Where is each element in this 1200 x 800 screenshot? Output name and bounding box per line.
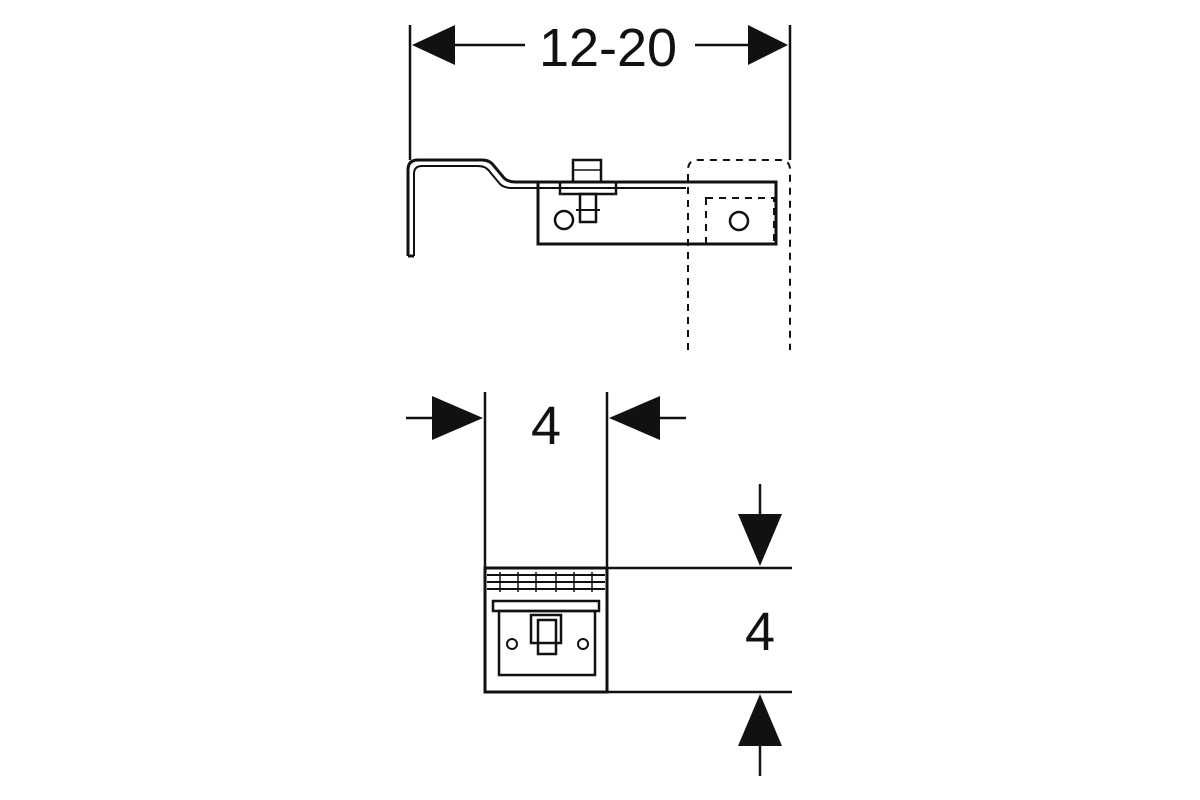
side-height-dimension: 4 — [607, 484, 792, 776]
arrow-right-icon — [432, 396, 483, 440]
front-outline — [483, 566, 609, 694]
bracket-front-view — [483, 566, 609, 694]
screw-shaft — [578, 192, 598, 224]
adjustable-range-outline — [687, 159, 791, 350]
front-clip — [529, 613, 563, 645]
screw-head — [571, 158, 603, 184]
mounting-hole-right — [728, 210, 750, 232]
arrow-left-icon — [412, 25, 455, 65]
front-screw — [536, 618, 558, 656]
front-strip — [491, 599, 601, 613]
arrow-up-icon — [738, 694, 782, 746]
front-plate — [497, 609, 597, 677]
top-width-dimension: 12-20 — [408, 18, 792, 160]
front-hole-right — [577, 638, 589, 650]
bracket-side-view — [406, 158, 791, 350]
arrow-left-icon — [609, 396, 660, 440]
arrow-right-icon — [748, 25, 788, 65]
arrow-down-icon — [738, 514, 782, 566]
top-width-label: 12-20 — [539, 18, 677, 78]
mounting-hole-left — [553, 209, 575, 231]
mounting-plate — [536, 180, 778, 246]
front-hole-left — [506, 638, 518, 650]
bracket-strip-inner — [413, 165, 540, 256]
side-width-dimension: 4 — [406, 392, 686, 568]
side-height-label: 4 — [745, 602, 775, 662]
side-width-label: 4 — [531, 396, 561, 456]
bracket-strip-outer — [406, 158, 760, 256]
